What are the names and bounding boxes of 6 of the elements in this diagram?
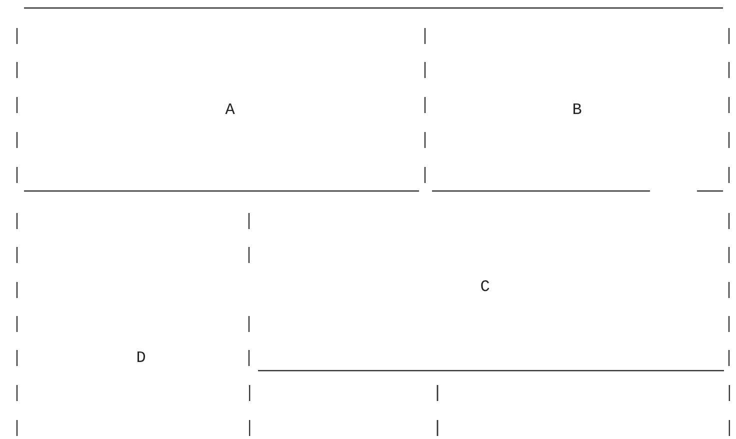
panel-label: D <box>136 349 146 367</box>
panel-label: B <box>572 101 582 119</box>
panel-label: A <box>225 101 235 119</box>
empty-panel <box>437 370 730 439</box>
panel-label: C <box>480 278 490 296</box>
empty-panel <box>249 370 438 439</box>
